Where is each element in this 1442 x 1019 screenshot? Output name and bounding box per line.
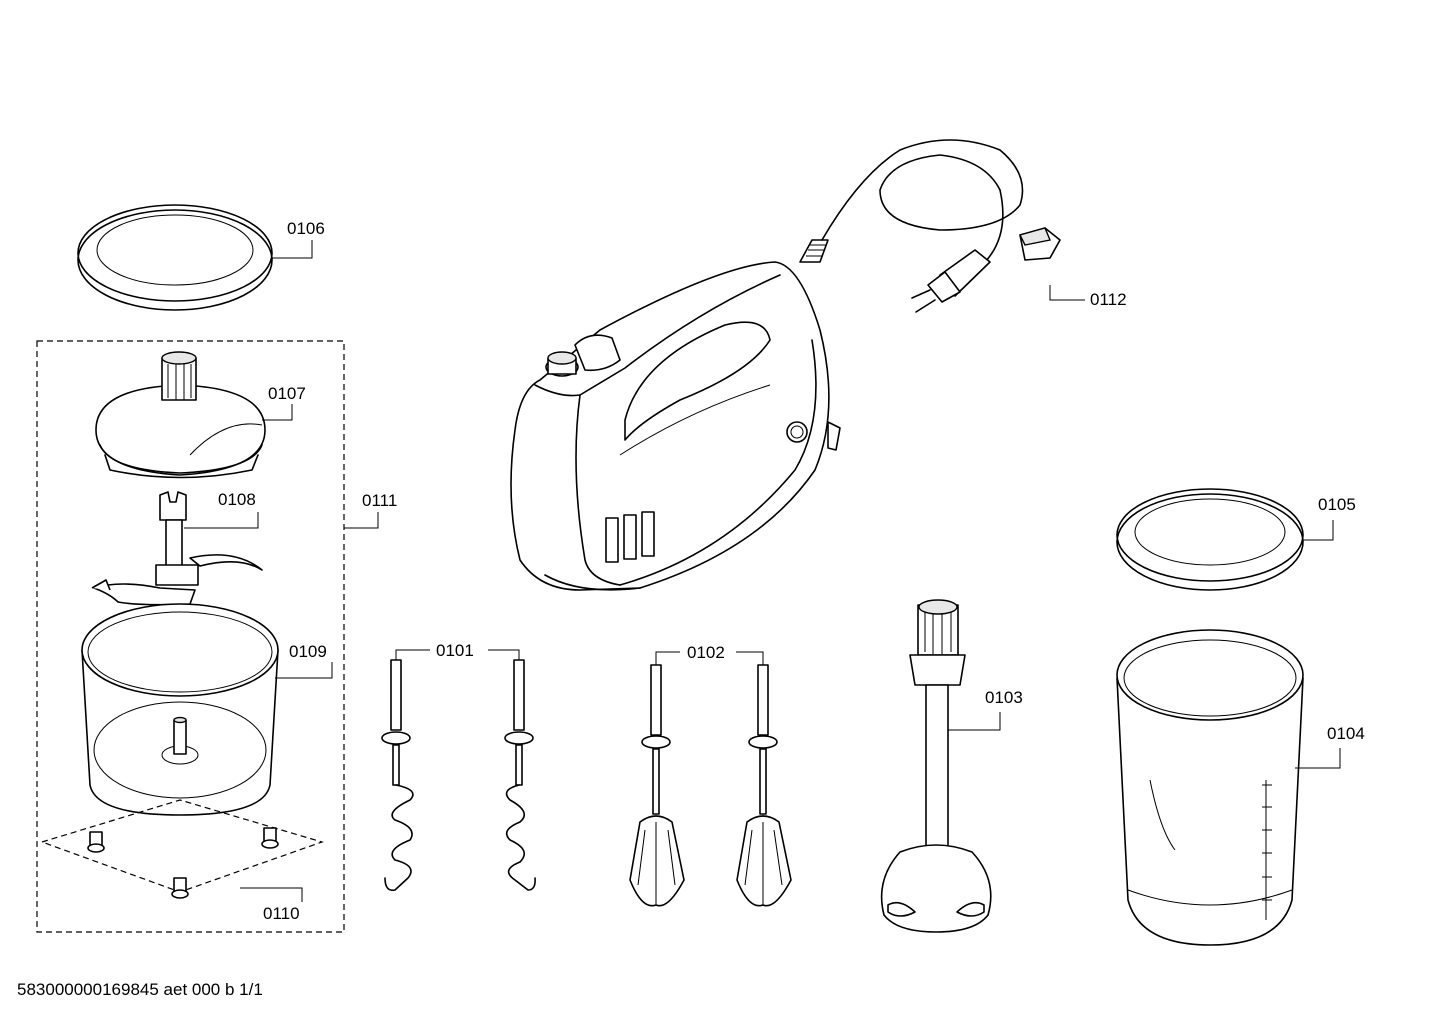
lid-ring-0106 — [77, 204, 273, 311]
label-0111: 0111 — [362, 491, 397, 510]
label-0108: 0108 — [218, 490, 256, 509]
base-pad-0110 — [40, 799, 324, 899]
label-0104: 0104 — [1327, 724, 1365, 743]
hand-mixer-body — [510, 261, 841, 591]
jug-scale — [1262, 784, 1272, 901]
measuring-jug-0104 — [1116, 629, 1304, 946]
label-0106: 0106 — [287, 219, 325, 238]
lid-0105 — [1116, 488, 1304, 591]
document-id-footer: 583000000169845 aet 000 b 1/1 — [17, 980, 263, 999]
label-0103: 0103 — [985, 688, 1023, 707]
chopper-lid-0107 — [95, 351, 266, 479]
dough-hook-right — [504, 659, 536, 891]
label-0101: 0101 — [436, 641, 474, 660]
clip-0112 — [1018, 227, 1061, 261]
chopper-set-0111-box — [36, 340, 345, 933]
label-0102: 0102 — [687, 643, 725, 662]
beater-left — [629, 664, 685, 907]
label-0105: 0105 — [1318, 495, 1356, 514]
label-0107: 0107 — [268, 384, 306, 403]
label-0109: 0109 — [289, 642, 327, 661]
blender-stick-0103 — [880, 599, 992, 933]
dough-hook-left — [381, 659, 414, 892]
label-0112: 0112 — [1090, 290, 1127, 309]
leader-lines — [184, 240, 1341, 902]
blade-0108 — [91, 491, 263, 606]
bowl-0109 — [81, 603, 279, 816]
beater-right — [736, 664, 792, 907]
label-0110: 0110 — [263, 904, 300, 923]
power-cord — [799, 139, 1024, 313]
